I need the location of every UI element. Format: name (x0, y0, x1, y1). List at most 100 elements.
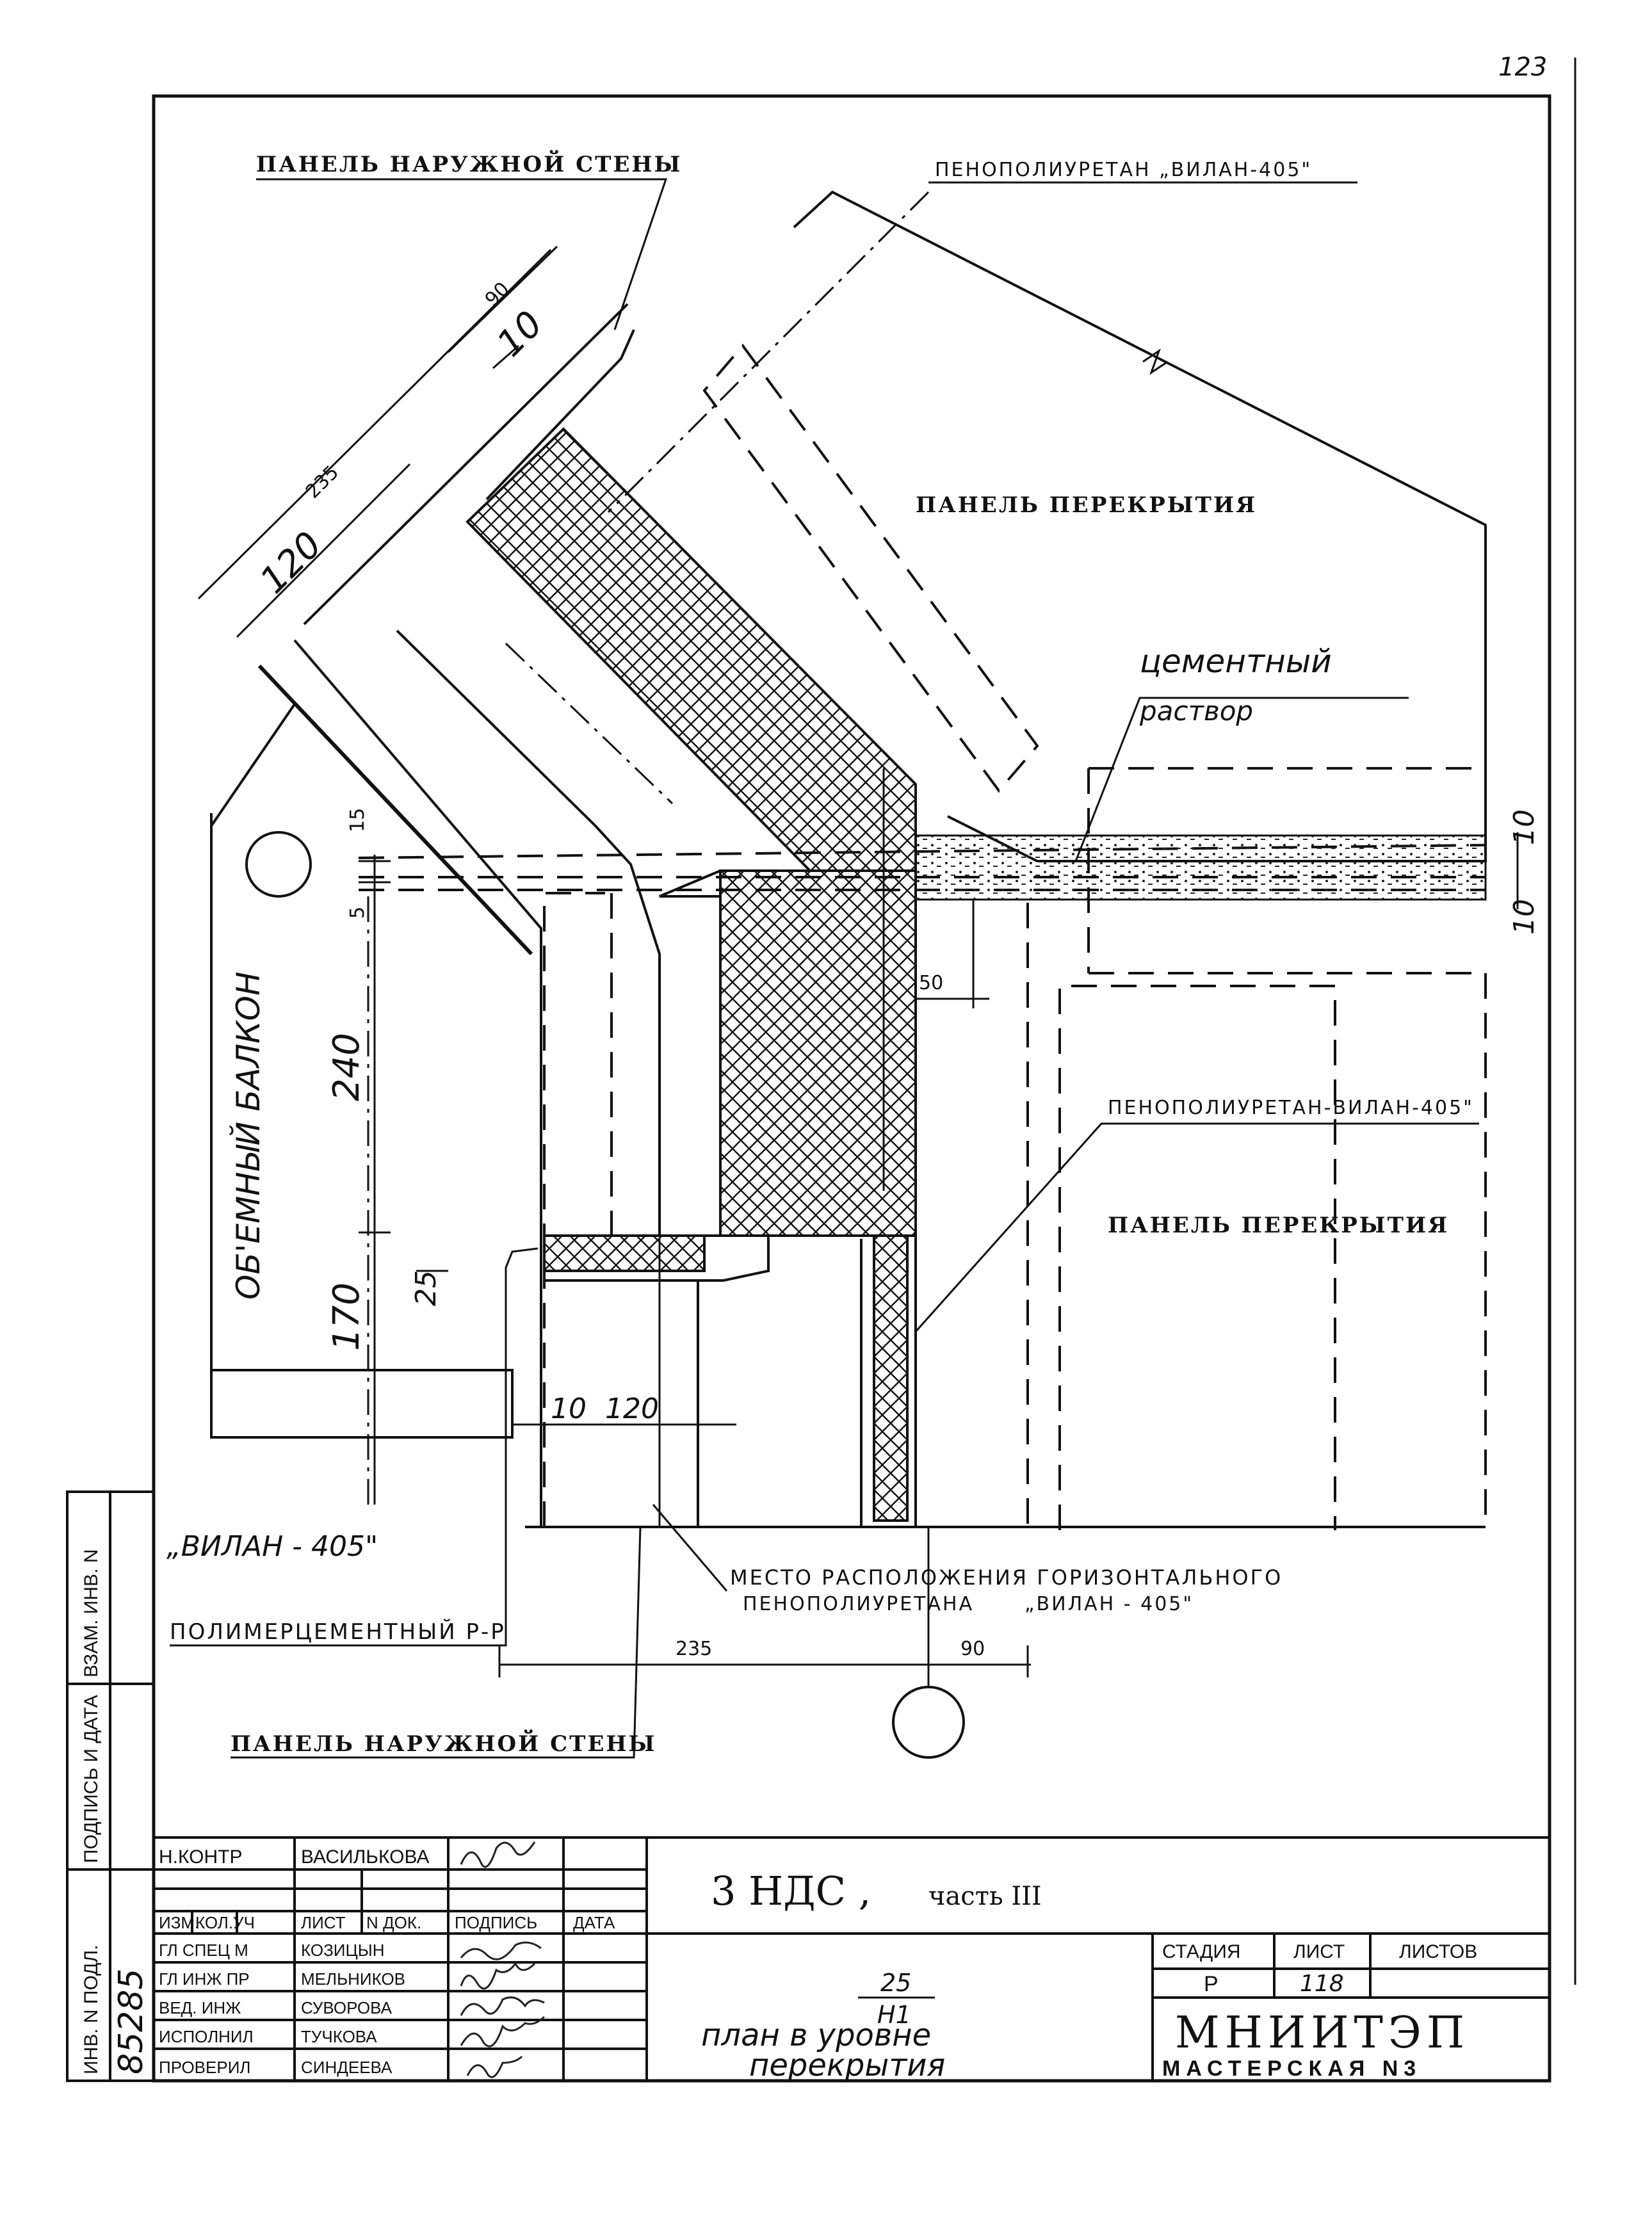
balcony-ledge (210, 1369, 514, 1439)
signatures (460, 1841, 546, 2078)
label-cement-2: раствор (1139, 695, 1253, 727)
insulation-diagonal-hatch (466, 427, 917, 872)
dim-line-120 (236, 463, 411, 638)
tb-sheet-h: ЛИСТ (1293, 1941, 1345, 1962)
cement-mortar-strip (914, 834, 1487, 901)
leader-foam-mid (914, 1122, 1479, 1332)
label-foam-top: ПЕНОПОЛИУРЕТАН „ВИЛАН-405" (935, 159, 1312, 181)
dim-15: 15 (346, 808, 369, 832)
dim-50: 50 (919, 972, 943, 994)
label-floor-panel-top: ПАНЕЛЬ ПЕРЕКРЫТИЯ (916, 492, 1257, 518)
outer-wall-line-4 (396, 629, 661, 1236)
stamp-inv-podl: ИНВ. N ПОДЛ. (81, 1945, 102, 2075)
stamp-inv-number: 85285 (112, 1969, 150, 2074)
label-polymer: ПОЛИМЕРЦЕМЕНТНЫЙ Р-Р (170, 1619, 506, 1645)
tb-role-3: ВЕД. ИНЖ (159, 1998, 241, 2017)
dim-10-right-b: 10 (1508, 899, 1541, 935)
label-outer-wall-top: ПАНЕЛЬ НАРУЖНОЙ СТЕНЫ (256, 150, 682, 177)
dash-dot-axis-upper (607, 191, 930, 513)
tb-name-4: ТУЧКОВА (301, 2027, 377, 2046)
leader-outer-wall-top (256, 178, 668, 330)
insulation-strip-hatch (873, 1234, 909, 1522)
label-vilan: „ВИЛАН - 405" (166, 1530, 378, 1563)
tb-drawing-num-bottom: Н1 (877, 2001, 911, 2029)
upper-notch (659, 869, 721, 898)
dim-10-top: 10 (489, 303, 551, 365)
axis-marker-left (245, 831, 312, 898)
label-location-1: МЕСТО РАСПОЛОЖЕНИЯ ГОРИЗОНТАЛЬНОГО (730, 1565, 1283, 1590)
insulation-vertical-hatch (719, 869, 917, 1237)
tb-header-podpis: ПОДПИСЬ (455, 1913, 537, 1932)
label-location-2a: ПЕНОПОЛИУРЕТАНА (743, 1593, 974, 1615)
tb-header-ndok: N ДОК. (366, 1913, 421, 1932)
leader-polymer (170, 1247, 539, 1647)
label-balcony: ОБ'ЕМНЫЙ БАЛКОН (229, 972, 267, 1300)
tb-stage-h: СТАДИЯ (1162, 1941, 1241, 1962)
leader-location (652, 1504, 728, 1592)
balcony-top-edge (210, 703, 296, 830)
tb-project: 3 НДС , (711, 1868, 871, 1914)
page-number: 123 (1498, 52, 1547, 82)
horizontal-foam-strip (543, 1234, 706, 1272)
label-cement-1: цементный (1140, 643, 1332, 680)
leader-outer-wall-bottom (231, 1526, 642, 1759)
stamp-podpis-data: ПОДПИСЬ И ДАТА (81, 1695, 102, 1863)
strip-step (544, 1234, 770, 1282)
axis-marker-bottom (892, 1686, 965, 1759)
label-location-2b: „ВИЛАН - 405" (1024, 1593, 1194, 1615)
room-dashed-right (1058, 985, 1336, 1530)
floor-panel-top-break (1142, 348, 1167, 375)
tb-sheets-h: ЛИСТОВ (1399, 1941, 1477, 1962)
tb-name-1: КОЗИЦЫН (301, 1941, 385, 1960)
dim-240: 240 (326, 1033, 368, 1101)
label-floor-panel-mid: ПАНЕЛЬ ПЕРЕКРЫТИЯ (1108, 1213, 1449, 1238)
dim-line-10 (492, 344, 519, 369)
dim-10-right-a: 10 (1508, 809, 1541, 845)
tb-name-2: МЕЛЬНИКОВ (301, 1969, 405, 1989)
tb-role-4: ИСПОЛНИЛ (159, 2027, 254, 2046)
title-block (154, 1836, 1550, 2081)
tb-workshop: МАСТЕРСКАЯ N3 (1162, 2056, 1421, 2081)
dim-90-top: 90 (481, 278, 514, 311)
outer-wall-line-3 (303, 303, 629, 626)
dim-90-bottom: 90 (960, 1638, 985, 1660)
side-stamp (66, 1490, 155, 2082)
tb-name-3: СУВОРОВА (301, 1998, 393, 2017)
dash-dot-axis-wall (505, 642, 674, 805)
tb-org: МНИИТЭП (1175, 2008, 1470, 2058)
tb-part: часть III (928, 1882, 1042, 1911)
dim-120-mid: 120 (605, 1393, 659, 1425)
label-foam-mid: ПЕНОПОЛИУРЕТАН-ВИЛАН-405" (1108, 1097, 1474, 1119)
tb-drawing-num-top: 25 (880, 1969, 911, 1997)
tb-header-data: ДАТА (573, 1913, 615, 1932)
dim-10-mid: 10 (551, 1393, 587, 1425)
dim-235-top: 235 (302, 461, 343, 503)
drawing-frame (152, 94, 1551, 2083)
plan-drawing (170, 178, 1519, 1759)
tb-role-2: ГЛ ИНЖ ПР (159, 1969, 250, 1989)
tb-role-1: ГЛ СПЕЦ М (159, 1941, 248, 1960)
stamp-vzam-inv: ВЗАМ. ИНВ. N (81, 1549, 102, 1677)
tb-drawing-title-2: перекрытия (749, 2047, 945, 2083)
dim-235-bottom: 235 (676, 1638, 712, 1660)
tb-norm-role: Н.КОНТР (159, 1846, 242, 1868)
tb-drawing-title-1: план в уровне (701, 2017, 931, 2053)
tb-header-kolych: КОЛ.УЧ (195, 1913, 255, 1932)
dashed-rect-upper (702, 343, 1039, 793)
dim-25: 25 (410, 1270, 442, 1306)
dim-line-235 (197, 248, 552, 600)
tb-norm-name: ВАСИЛЬКОВА (301, 1846, 429, 1868)
outer-wall-line-2 (293, 639, 542, 1527)
dim-120-top: 120 (252, 524, 330, 602)
tb-role-5: ПРОВЕРИЛ (159, 2058, 250, 2077)
tb-header-list: ЛИСТ (301, 1913, 346, 1932)
tb-sheet: 118 (1300, 1971, 1344, 1997)
dim-170: 170 (326, 1282, 368, 1351)
tb-header-izm: ИЗМ. (159, 1913, 199, 1932)
tb-stage: Р (1204, 1972, 1219, 1996)
room-dashed-left (543, 892, 605, 1527)
outer-wall-line-1 (257, 664, 533, 956)
leader-cement (1074, 697, 1409, 862)
dim-5: 5 (346, 907, 369, 919)
